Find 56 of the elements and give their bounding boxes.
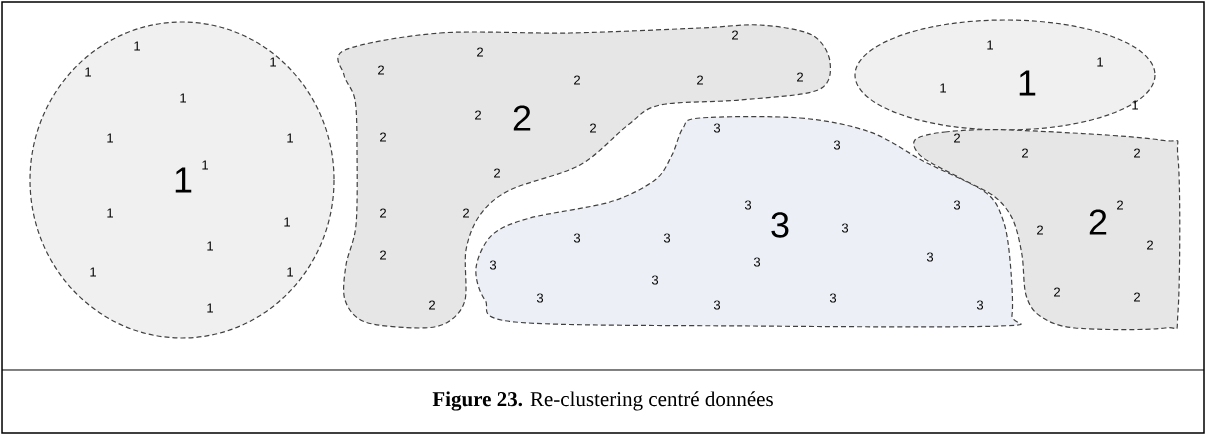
point-label: 2 — [732, 30, 738, 40]
point-label: 1 — [1132, 100, 1138, 110]
point-label: 1 — [85, 67, 91, 77]
point-label: 2 — [378, 65, 384, 75]
point-label: 3 — [713, 123, 721, 133]
point-label: 1 — [134, 41, 140, 51]
point-label: 1 — [180, 93, 186, 103]
point-label: 2 — [1037, 225, 1043, 235]
point-label: 3 — [833, 140, 841, 150]
cluster-region: 1 1 1 1 1 1 1 1 1 1 1 1 1 1 — [29, 21, 335, 339]
point-label: 1 — [940, 83, 946, 93]
point-label: 1 — [90, 267, 96, 277]
point-label: 3 — [651, 275, 659, 285]
point-label: 3 — [829, 293, 837, 303]
point-label: 3 — [744, 200, 752, 210]
point-label: 2 — [697, 75, 703, 85]
point-label: 2 — [380, 250, 386, 260]
point-label: 3 — [953, 200, 961, 210]
point-label: 1 — [107, 133, 113, 143]
point-label: 2 — [1147, 240, 1153, 250]
point-label: 1 — [207, 241, 213, 251]
point-label: 2 — [1117, 200, 1123, 210]
point-label: 2 — [380, 208, 386, 218]
point-label: 1 — [107, 208, 113, 218]
point-label: 3 — [841, 223, 849, 233]
point-label: 2 — [463, 208, 469, 218]
point-label: 2 — [477, 47, 483, 57]
point-label: 2 — [797, 72, 803, 82]
point-label: 2 — [494, 168, 500, 178]
point-label: 1 — [202, 160, 208, 170]
point-label: 1 — [987, 40, 993, 50]
point-label: 3 — [573, 233, 581, 243]
point-label: 3 — [753, 257, 761, 267]
point-label: 2 — [429, 300, 435, 310]
point-label: 2 — [574, 75, 580, 85]
point-label: 1 — [270, 57, 276, 67]
point-label: 3 — [663, 233, 671, 243]
point-label: 1 — [284, 217, 290, 227]
point-label: 2 — [954, 133, 960, 143]
point-label: 3 — [976, 300, 984, 310]
point-label: 1 — [207, 303, 213, 313]
point-label: 2 — [1054, 287, 1060, 297]
point-label: 3 — [926, 252, 934, 262]
cluster-region: 1 1 1 1 1 — [854, 19, 1156, 131]
point-label: 1 — [287, 267, 293, 277]
point-label: 2 — [1022, 148, 1028, 158]
point-label: 1 — [287, 133, 293, 143]
point-label: 1 — [1097, 57, 1103, 67]
point-label: 3 — [713, 300, 721, 310]
point-label: 2 — [380, 132, 386, 142]
point-label: 2 — [590, 123, 596, 133]
point-label: 2 — [1134, 148, 1140, 158]
point-label: 3 — [536, 293, 544, 303]
point-label: 2 — [1134, 292, 1140, 302]
figure-caption: Figure 23. Re-clustering centré données — [432, 391, 773, 411]
point-label: 3 — [489, 260, 497, 270]
